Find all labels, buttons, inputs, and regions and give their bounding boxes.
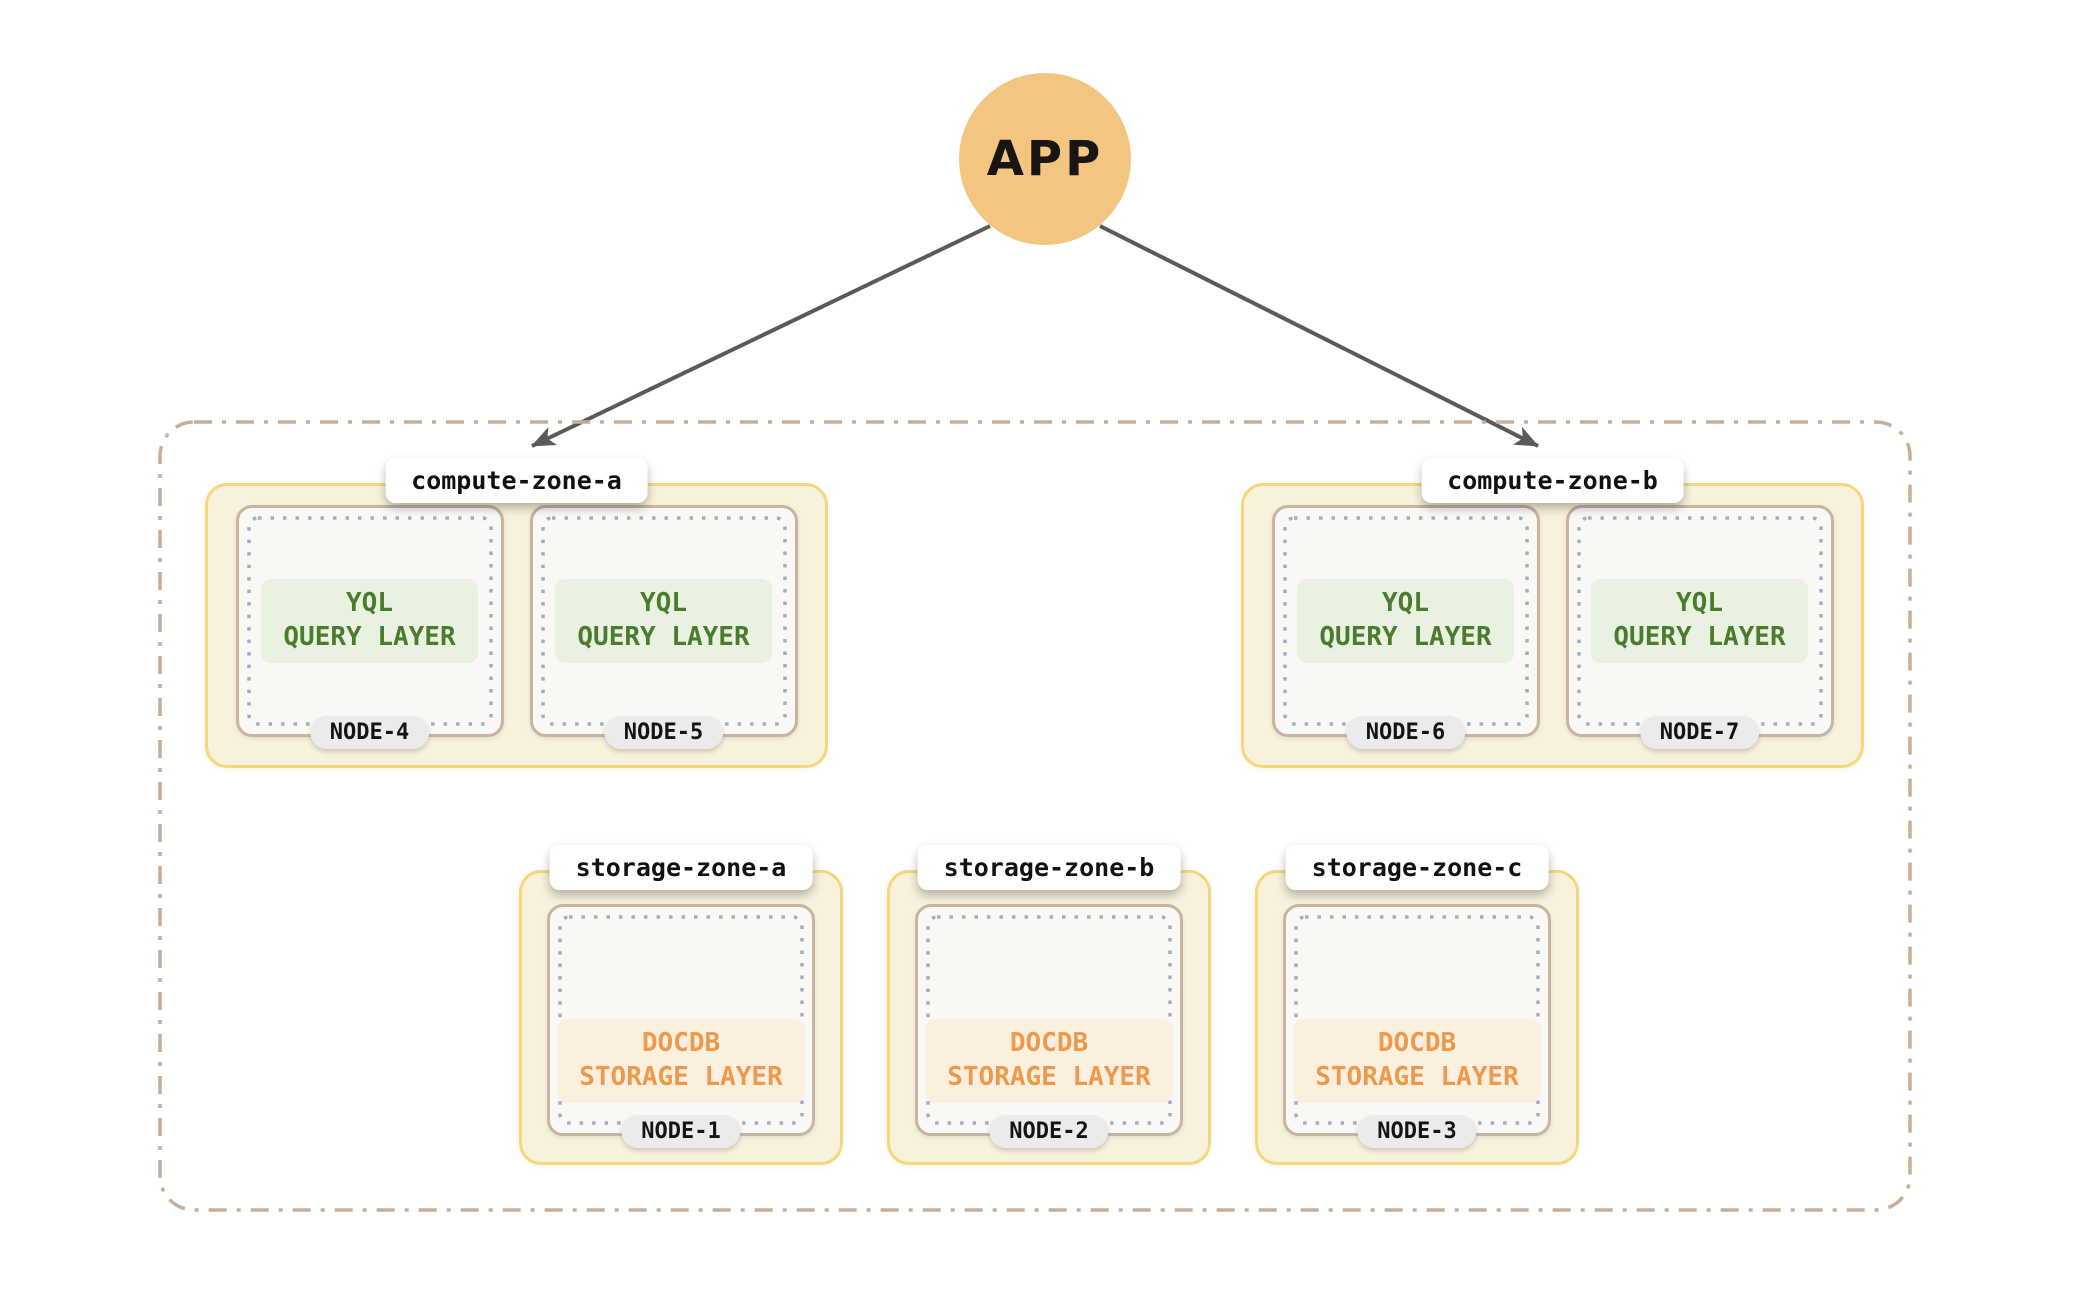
docdb-storage-layer-label: DOCDB STORAGE LAYER bbox=[557, 1019, 805, 1103]
node-name-badge: NODE-4 bbox=[309, 716, 430, 749]
yql-query-layer-label: YQL QUERY LAYER bbox=[1591, 579, 1808, 663]
node-name-badge: NODE-3 bbox=[1357, 1115, 1477, 1148]
yql-query-layer-label: YQL QUERY LAYER bbox=[555, 579, 772, 663]
node-4: YQL QUERY LAYER NODE-4 bbox=[235, 505, 504, 749]
layer-line-2: QUERY LAYER bbox=[283, 622, 456, 652]
zone-label-storage-zone-a: storage-zone-a bbox=[549, 845, 813, 890]
layer-line-1: YQL bbox=[640, 588, 687, 619]
docdb-storage-layer-label: DOCDB STORAGE LAYER bbox=[925, 1019, 1173, 1103]
arrow-app-to-compute-zone-b bbox=[1099, 224, 1539, 448]
zone-storage-zone-b: storage-zone-b DOCDB STORAGE LAYER NODE-… bbox=[887, 845, 1211, 1165]
node-2: DOCDB STORAGE LAYER NODE-2 bbox=[915, 904, 1183, 1148]
node-1: DOCDB STORAGE LAYER NODE-1 bbox=[547, 904, 815, 1148]
layer-line-1: YQL bbox=[346, 588, 393, 619]
layer-line-2: STORAGE LAYER bbox=[1315, 1062, 1519, 1093]
node-3: DOCDB STORAGE LAYER NODE-3 bbox=[1283, 904, 1551, 1148]
zone-label-compute-zone-a: compute-zone-a bbox=[385, 458, 648, 503]
zone-storage-zone-c: storage-zone-c DOCDB STORAGE LAYER NODE-… bbox=[1255, 845, 1579, 1165]
zone-label-storage-zone-c: storage-zone-c bbox=[1285, 845, 1549, 890]
zone-label-storage-zone-b: storage-zone-b bbox=[917, 845, 1181, 890]
node-name-badge: NODE-1 bbox=[621, 1115, 741, 1148]
layer-line-2: QUERY LAYER bbox=[1319, 622, 1492, 652]
layer-line-1: DOCDB bbox=[641, 1028, 721, 1059]
yql-query-layer-label: YQL QUERY LAYER bbox=[1297, 579, 1514, 663]
arrow-app-to-compute-zone-a bbox=[531, 224, 991, 448]
node-name-badge: NODE-6 bbox=[1345, 716, 1466, 749]
layer-line-2: QUERY LAYER bbox=[1613, 622, 1786, 652]
docdb-storage-layer-label: DOCDB STORAGE LAYER bbox=[1293, 1019, 1541, 1103]
layer-line-2: QUERY LAYER bbox=[577, 622, 750, 652]
layer-line-1: YQL bbox=[1382, 588, 1429, 619]
layer-line-2: STORAGE LAYER bbox=[947, 1062, 1151, 1093]
node-5: YQL QUERY LAYER NODE-5 bbox=[529, 505, 798, 749]
zone-storage-zone-a: storage-zone-a DOCDB STORAGE LAYER NODE-… bbox=[519, 845, 843, 1165]
app-label: APP bbox=[986, 131, 1104, 187]
node-7: YQL QUERY LAYER NODE-7 bbox=[1565, 505, 1834, 749]
zone-compute-zone-b: compute-zone-b YQL QUERY LAYER NODE-6 YQ… bbox=[1241, 458, 1864, 768]
layer-line-1: DOCDB bbox=[1377, 1028, 1457, 1059]
layer-line-1: DOCDB bbox=[1009, 1028, 1089, 1059]
layer-line-1: YQL bbox=[1676, 588, 1723, 619]
zone-label-compute-zone-b: compute-zone-b bbox=[1421, 458, 1684, 503]
app-node: APP bbox=[959, 73, 1131, 245]
layer-line-2: STORAGE LAYER bbox=[579, 1062, 783, 1093]
yql-query-layer-label: YQL QUERY LAYER bbox=[261, 579, 478, 663]
zone-compute-zone-a: compute-zone-a YQL QUERY LAYER NODE-4 YQ… bbox=[205, 458, 828, 768]
node-name-badge: NODE-5 bbox=[603, 716, 724, 749]
node-name-badge: NODE-2 bbox=[989, 1115, 1109, 1148]
node-name-badge: NODE-7 bbox=[1639, 716, 1760, 749]
node-6: YQL QUERY LAYER NODE-6 bbox=[1271, 505, 1540, 749]
